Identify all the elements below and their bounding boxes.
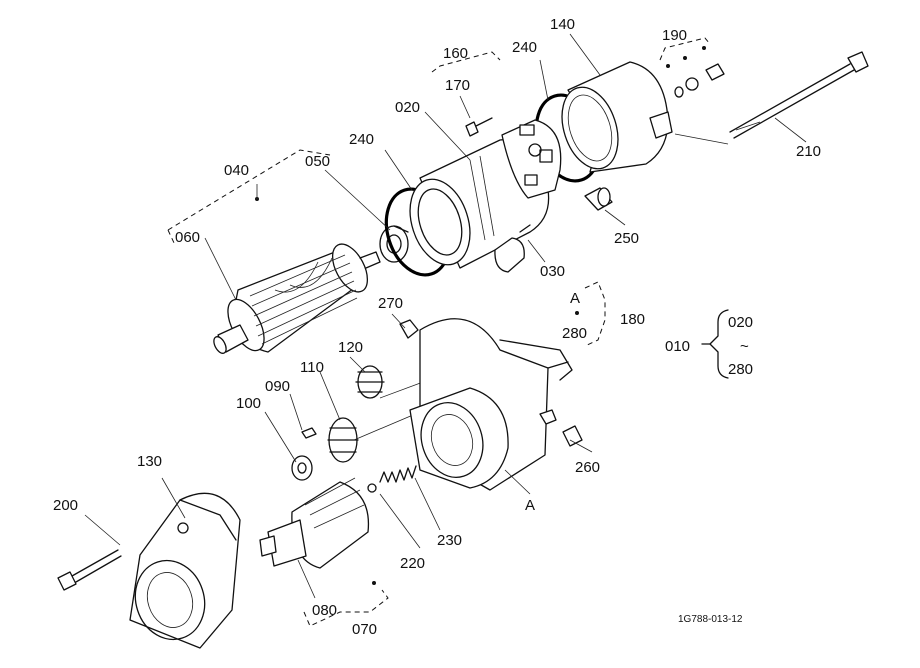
label-010: 010 [665, 338, 690, 355]
armature-060 [213, 243, 381, 354]
group-bracket-070 [303, 581, 389, 627]
drive-housing-130 [129, 492, 241, 649]
label-110: 110 [300, 359, 324, 376]
range-brace-010 [701, 309, 729, 379]
label-070: 070 [352, 621, 377, 638]
center-housing [409, 318, 573, 491]
bearing-050 [379, 225, 409, 263]
rear-cover-140 [561, 61, 673, 173]
label-250: 250 [614, 230, 639, 247]
label-270: 270 [378, 295, 403, 312]
marker-a-top: A [570, 290, 580, 307]
label-140: 140 [550, 16, 575, 33]
label-030: 030 [540, 263, 565, 280]
group-bracket-160 [431, 51, 501, 73]
label-230: 230 [437, 532, 462, 549]
pin-090 [301, 427, 317, 439]
leader-lines [84, 33, 807, 599]
range-to-label: 280 [728, 361, 753, 378]
range-from-label: 020 [728, 314, 753, 331]
screw-set-190 [659, 37, 725, 98]
group-bracket-180 [575, 281, 606, 347]
gear-120 [355, 365, 385, 399]
label-060: 060 [175, 229, 200, 246]
through-bolt-210 [729, 51, 869, 139]
label-120: 120 [338, 339, 363, 356]
label-160: 160 [443, 45, 468, 62]
label-170: 170 [445, 77, 470, 94]
part-labels: 010 020 030 040 050 060 070 080 090 100 … [53, 16, 821, 638]
label-090: 090 [265, 378, 290, 395]
bushing-250 [584, 187, 613, 211]
marker-a-bottom: A [525, 497, 535, 514]
label-240-right: 240 [512, 39, 537, 56]
label-260: 260 [575, 459, 600, 476]
screw-170 [465, 117, 493, 137]
label-080: 080 [312, 602, 337, 619]
bolt-200 [57, 549, 122, 591]
clutch-080 [259, 477, 370, 569]
label-050: 050 [305, 153, 330, 170]
label-100: 100 [236, 395, 261, 412]
label-240-left: 240 [349, 131, 374, 148]
label-200: 200 [53, 497, 78, 514]
washer-100 [291, 455, 313, 481]
gear-110 [327, 417, 359, 463]
label-180: 180 [620, 311, 645, 328]
nut-270 [399, 319, 419, 339]
spring-230 [379, 465, 417, 483]
shaft-line-lower [353, 411, 421, 441]
range-separator: ~ [740, 338, 749, 355]
label-210: 210 [796, 143, 821, 160]
label-280: 280 [562, 325, 587, 342]
label-040: 040 [224, 162, 249, 179]
label-130: 130 [137, 453, 162, 470]
label-020: 020 [395, 99, 420, 116]
ball-220 [367, 483, 377, 493]
label-190: 190 [662, 27, 687, 44]
nut-260 [539, 409, 583, 447]
label-220: 220 [400, 555, 425, 572]
reference-code: 1G788-013-12 [678, 614, 743, 625]
brush-holder-030 [501, 119, 562, 199]
